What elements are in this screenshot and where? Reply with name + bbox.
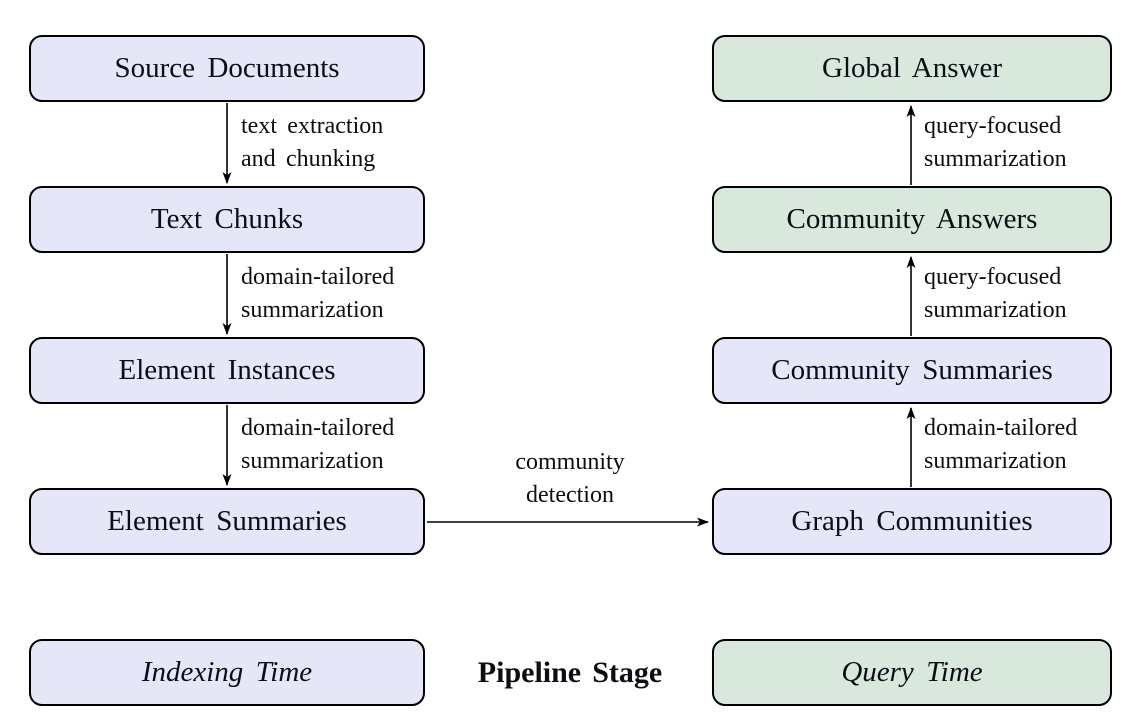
edge-label-line: and chunking (241, 146, 376, 172)
node-element-instances: Element Instances (29, 337, 425, 404)
edge-label-communities-to-summaries: domain-tailored summarization (924, 412, 1077, 478)
edge-label-line: query-focused (924, 113, 1062, 139)
edge-label-text-extraction: text extraction and chunking (241, 110, 383, 176)
legend-label: Indexing Time (141, 656, 313, 688)
edge-label-chunks-to-instances: domain-tailored summarization (241, 261, 394, 327)
edge-label-line: summarization (924, 448, 1067, 474)
edge-label-line: domain-tailored (924, 415, 1078, 441)
node-label: Element Instances (118, 354, 336, 386)
edge-label-instances-to-summaries: domain-tailored summarization (241, 412, 394, 478)
node-source-documents: Source Documents (29, 35, 425, 102)
node-label: Global Answer (822, 52, 1002, 84)
node-label: Community Answers (786, 203, 1038, 235)
edge-label-answers-to-global: query-focused summarization (924, 110, 1067, 176)
node-label: Community Summaries (771, 354, 1053, 386)
legend-pipeline-stage: Pipeline Stage (430, 639, 710, 706)
edge-label-line: summarization (241, 448, 384, 474)
legend-indexing-time: Indexing Time (29, 639, 425, 706)
edge-label-line: summarization (924, 297, 1067, 323)
legend-query-time: Query Time (712, 639, 1112, 706)
edge-label-community-detection: community detection (460, 446, 680, 512)
node-label: Text Chunks (150, 203, 304, 235)
edge-label-line: domain-tailored (241, 415, 395, 441)
node-community-summaries: Community Summaries (712, 337, 1112, 404)
edge-label-summaries-to-answers: query-focused summarization (924, 261, 1067, 327)
edge-label-line: summarization (241, 297, 384, 323)
edge-label-line: domain-tailored (241, 264, 395, 290)
node-label: Source Documents (114, 52, 340, 84)
edge-label-line: query-focused (924, 264, 1062, 290)
node-text-chunks: Text Chunks (29, 186, 425, 253)
node-label: Graph Communities (791, 505, 1033, 537)
node-global-answer: Global Answer (712, 35, 1112, 102)
node-graph-communities: Graph Communities (712, 488, 1112, 555)
legend-label: Pipeline Stage (477, 655, 663, 689)
node-label: Element Summaries (107, 505, 347, 537)
edge-label-line: summarization (924, 146, 1067, 172)
node-element-summaries: Element Summaries (29, 488, 425, 555)
legend-label: Query Time (841, 656, 983, 688)
edge-label-line: detection (526, 482, 614, 508)
node-community-answers: Community Answers (712, 186, 1112, 253)
edge-label-line: text extraction (241, 113, 384, 139)
edge-label-line: community (515, 449, 625, 475)
